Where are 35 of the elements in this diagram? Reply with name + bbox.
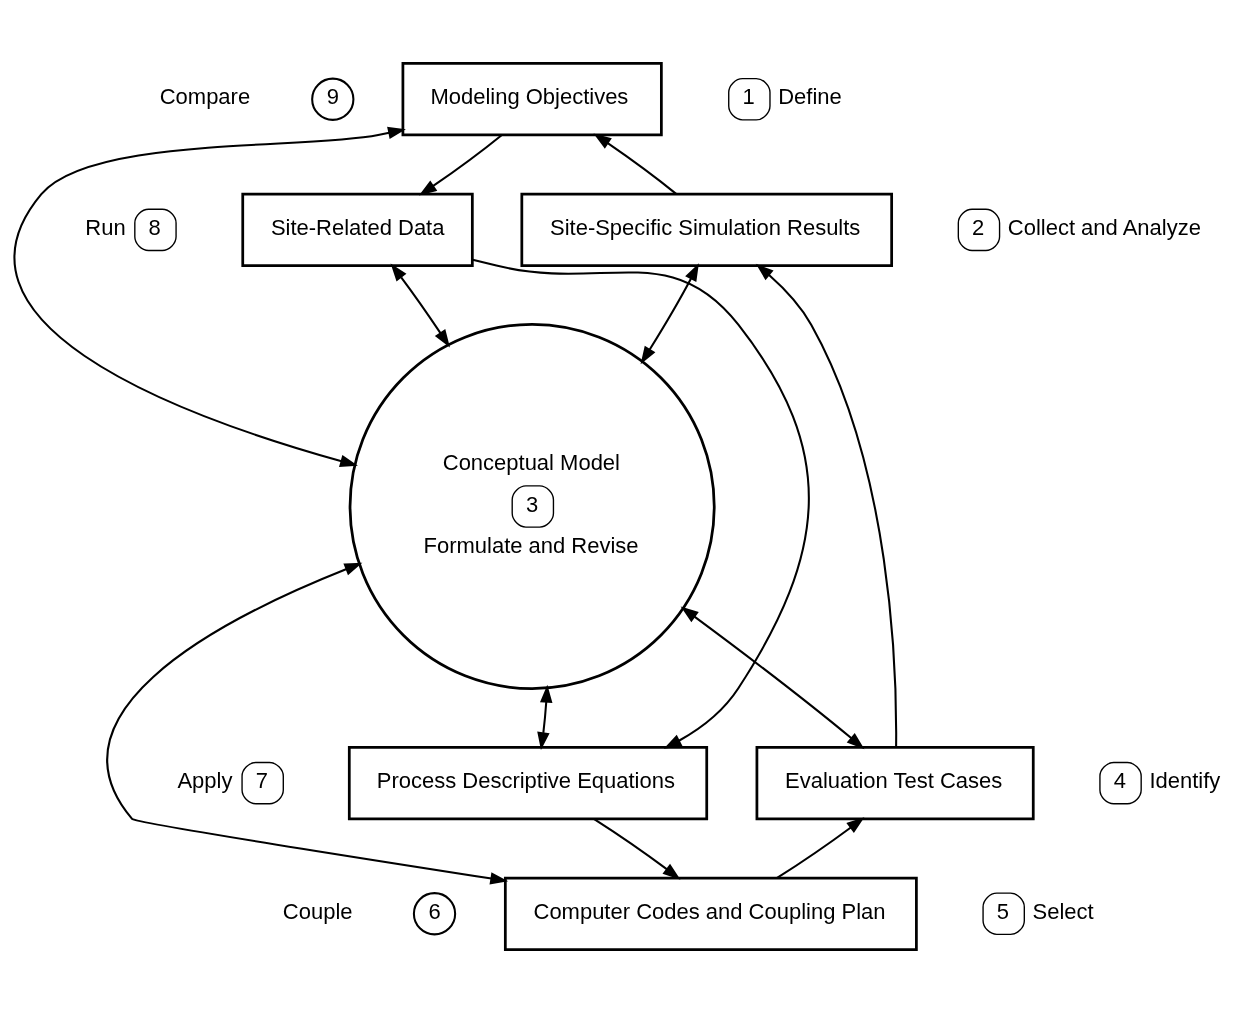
node-circle: Conceptual Model 3 Formulate and Revise bbox=[348, 322, 716, 690]
node-label: Define bbox=[778, 83, 842, 109]
arrow bbox=[472, 258, 810, 749]
node-label: Run bbox=[85, 214, 126, 240]
node-label: 7 bbox=[255, 767, 269, 793]
label: Compare bbox=[159, 83, 251, 109]
node-label: Select bbox=[1032, 898, 1094, 924]
node-box: Modeling Objectives bbox=[401, 61, 663, 136]
node-box: Site-Related Data bbox=[241, 192, 474, 267]
node-label: 4 bbox=[1113, 767, 1126, 793]
arrow bbox=[537, 684, 553, 750]
label: 6 bbox=[428, 898, 441, 924]
node-label: Apply bbox=[177, 767, 233, 793]
node-label: Identify bbox=[1149, 767, 1221, 793]
node-box: Process Descriptive Equations bbox=[347, 745, 709, 820]
arrow bbox=[107, 562, 509, 885]
arrow bbox=[755, 263, 898, 747]
arrow bbox=[776, 816, 865, 879]
arrow bbox=[680, 605, 865, 749]
arrow bbox=[418, 133, 503, 196]
node-label: Collect and Analyze bbox=[1007, 214, 1201, 240]
node-label: 5 bbox=[996, 898, 1010, 924]
arrow bbox=[593, 817, 681, 880]
node-label: 2 bbox=[972, 214, 985, 240]
node-label: 1 bbox=[742, 83, 755, 109]
arrow bbox=[390, 262, 450, 347]
node-box: Evaluation Test Cases bbox=[755, 745, 1035, 820]
arrow bbox=[640, 262, 699, 364]
label: Couple bbox=[282, 898, 353, 924]
arrow bbox=[593, 132, 677, 195]
node-box: Computer Codes and Coupling Plan bbox=[503, 876, 918, 951]
label: 9 bbox=[326, 83, 339, 109]
arrow bbox=[14, 126, 406, 467]
node-box: Site-Specific Simulation Results bbox=[520, 192, 894, 267]
node-label: 8 bbox=[148, 214, 161, 240]
